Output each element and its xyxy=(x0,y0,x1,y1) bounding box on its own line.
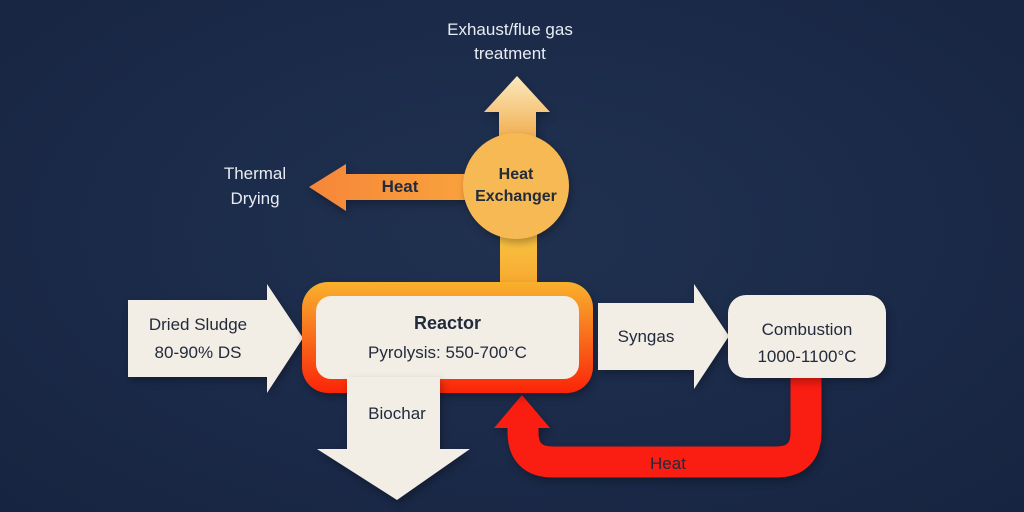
dried-sludge-line2: 80-90% DS xyxy=(154,343,242,362)
heat-to-drying-arrow xyxy=(309,164,468,211)
heat-exchanger-circle xyxy=(463,133,569,239)
heat-return-label: Heat xyxy=(650,454,686,473)
syngas-label: Syngas xyxy=(617,327,675,346)
exhaust-treatment-line1: Exhaust/flue gas xyxy=(447,20,573,39)
heat-return-arrow xyxy=(494,378,822,478)
dried-sludge-label: Dried Sludge 80-90% DS xyxy=(126,311,270,367)
biochar-arrow xyxy=(317,377,470,500)
exhaust-gas-arrow xyxy=(484,76,550,150)
reactor-box xyxy=(302,282,593,393)
heat-return-arrowhead xyxy=(494,395,550,428)
heat-exchanger-line2: Exchanger xyxy=(475,188,557,205)
combustion-box xyxy=(728,295,886,378)
combustion-line1: Combustion xyxy=(761,320,853,339)
reactor-subtitle: Pyrolysis: 550-700°C xyxy=(368,343,527,362)
thermal-drying-line2: Drying xyxy=(230,189,280,208)
heat-to-drying-label: Heat xyxy=(381,177,419,196)
dried-sludge-line1: Dried Sludge xyxy=(148,315,248,334)
thermal-drying-line1: Thermal xyxy=(223,164,287,183)
reactor-title: Reactor xyxy=(413,313,482,333)
biochar-label: Biochar xyxy=(368,404,426,423)
heat-exchanger-label: Heat Exchanger xyxy=(446,164,586,208)
thermal-drying-label: Thermal Drying xyxy=(190,161,320,211)
reactor-inner xyxy=(316,296,579,379)
exhaust-treatment-line2: treatment xyxy=(474,44,546,63)
dried-sludge-arrow xyxy=(128,284,303,393)
combustion-label: Combustion 1000-1100°C xyxy=(730,316,884,370)
syngas-arrow xyxy=(598,284,729,389)
heat-exchanger-line1: Heat xyxy=(498,166,534,183)
combustion-line2: 1000-1100°C xyxy=(757,347,857,366)
exhaust-treatment-label: Exhaust/flue gas treatment xyxy=(390,18,630,66)
